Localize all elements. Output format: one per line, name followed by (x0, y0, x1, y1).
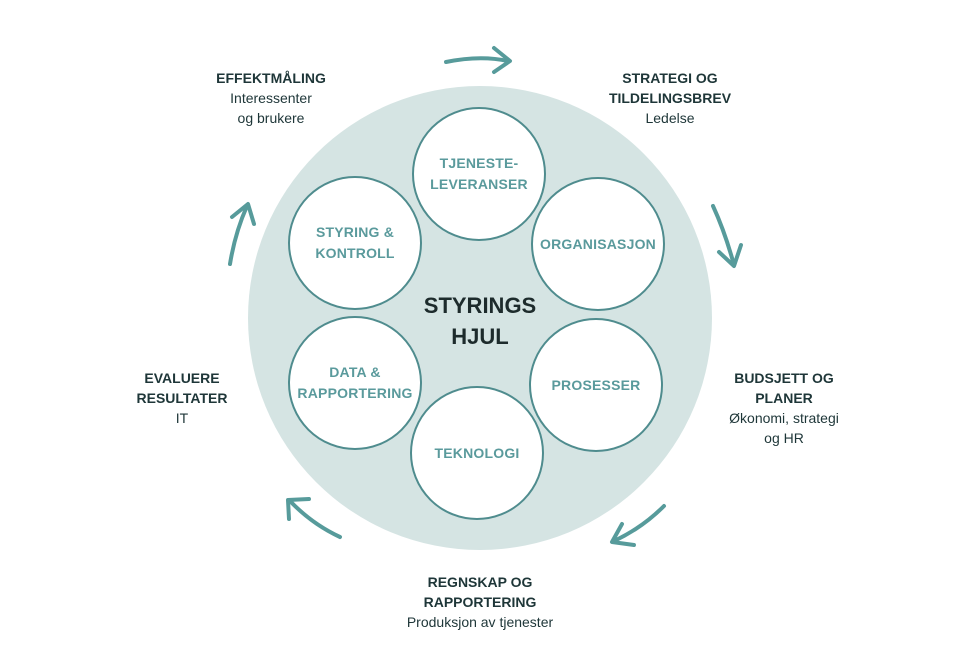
node-organisasjon: ORGANISASJON (531, 177, 665, 311)
stage-effektmaling: EFFEKTMÅLING Interessenter og brukere (191, 68, 351, 128)
node-tjenesteleveranser: TJENESTE- LEVERANSER (412, 107, 546, 241)
stage-subtitle: Ledelse (645, 110, 695, 126)
node-teknologi: TEKNOLOGI (410, 386, 544, 520)
node-label: STYRING & KONTROLL (315, 224, 395, 261)
stage-subtitle: Produksjon av tjenester (406, 614, 554, 630)
node-label: TEKNOLOGI (434, 444, 520, 461)
stage-subtitle: Interessenter og brukere (230, 90, 312, 126)
stage-title: EFFEKTMÅLING (216, 70, 326, 86)
node-data-rapportering: DATA & RAPPORTERING (288, 316, 422, 450)
stage-subtitle: IT (175, 410, 189, 426)
stage-subtitle: Økonomi, strategi og HR (729, 410, 839, 446)
node-label: PROSESSER (551, 376, 641, 393)
stage-evaluere: EVALUERE RESULTATER IT (112, 368, 252, 428)
stage-title: REGNSKAP OG RAPPORTERING (423, 574, 537, 610)
stage-strategi: STRATEGI OG TILDELINGSBREV Ledelse (580, 68, 760, 128)
node-prosesser: PROSESSER (529, 318, 663, 452)
node-label: ORGANISASJON (540, 235, 656, 252)
stage-title: STRATEGI OG TILDELINGSBREV (608, 70, 732, 106)
arrow-icon (610, 504, 666, 547)
arrow-icon (444, 46, 512, 74)
arrow-icon (228, 202, 256, 266)
stage-title: EVALUERE RESULTATER (136, 370, 228, 406)
stage-regnskap: REGNSKAP OG RAPPORTERING Produksjon av t… (366, 572, 594, 632)
node-styring-kontroll: STYRING & KONTROLL (288, 176, 422, 310)
node-label: DATA & RAPPORTERING (297, 364, 413, 401)
arrow-icon (711, 204, 743, 268)
node-label: TJENESTE- LEVERANSER (430, 155, 528, 192)
stage-title: BUDSJETT OG PLANER (734, 370, 834, 406)
stage-budsjett: BUDSJETT OG PLANER Økonomi, strategi og … (704, 368, 864, 448)
hub-title: STYRINGS HJUL (423, 293, 537, 349)
arrow-icon (286, 497, 342, 539)
